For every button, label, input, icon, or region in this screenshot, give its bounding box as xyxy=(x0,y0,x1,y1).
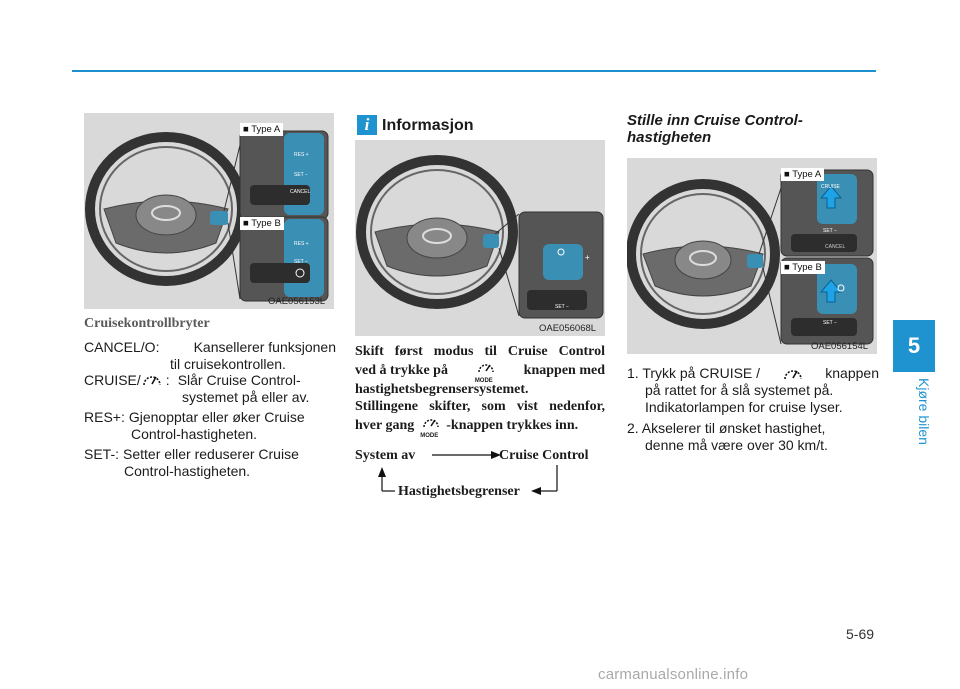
item-term: CRUISE/ xyxy=(84,372,141,388)
item-cruise: CRUISE/ : Slår Cruise Control- systemet … xyxy=(84,372,336,406)
step-text: Indikatorlampen for cruise lyser. xyxy=(645,399,843,415)
svg-text:SET −: SET − xyxy=(294,259,308,265)
para-line: Stillingene skifter, som vist nedenfor, xyxy=(355,399,605,414)
section-title-line: Stille inn Cruise Control- xyxy=(627,112,803,129)
para-text: hver gang xyxy=(355,418,415,433)
item-term: SET-: xyxy=(84,446,120,462)
type-b-badge: ■ Type B xyxy=(240,217,284,230)
svg-text:CANCEL: CANCEL xyxy=(290,189,311,195)
steering-wheel-figure-switches: RES + SET − CANCEL RES + SET − ■ Type A … xyxy=(84,113,334,309)
step-2: 2. Akselerer til ønsket hastighet, denne… xyxy=(627,420,879,454)
info-title: Informasjon xyxy=(382,117,474,134)
section-heading: Cruisekontrollbryter xyxy=(84,316,210,331)
watermark: carmanualsonline.info xyxy=(598,666,749,683)
mode-cycle-diagram: System av Cruise Control Hastighetsbegre… xyxy=(355,445,605,501)
svg-text:RES +: RES + xyxy=(294,152,309,158)
svg-text:SET −: SET − xyxy=(823,320,837,326)
page-number: 5-69 xyxy=(846,626,875,642)
diagram-left: System av xyxy=(355,448,416,463)
info-paragraph-1: Skift først modus til Cruise Control ved… xyxy=(355,343,605,399)
item-sep: : xyxy=(165,372,170,388)
speedometer-icon xyxy=(782,366,804,382)
mode-label: MODE xyxy=(420,433,439,439)
diagram-right: Cruise Control xyxy=(499,448,589,463)
step-text: 2. Akselerer til ønsket hastighet, xyxy=(627,420,826,436)
para-line: Skift først modus til Cruise Control xyxy=(355,344,605,359)
step-text: på rattet for å slå systemet på. xyxy=(645,382,834,398)
para-text: knappen med xyxy=(523,363,605,378)
section-title: Stille inn Cruise Control- hastigheten xyxy=(627,112,803,146)
item-desc: Gjenopptar eller øker Cruise xyxy=(128,409,305,425)
item-term: CANCEL/O: xyxy=(84,339,160,355)
step-text: knappen xyxy=(825,365,879,381)
step-1: 1. Trykk på CRUISE / knappen på rattet f… xyxy=(627,365,879,416)
section-title-line: hastigheten xyxy=(627,129,712,146)
steering-wheel-figure-mode: + SET − OAE056068L xyxy=(355,140,605,336)
info-icon: i xyxy=(357,115,377,135)
item-desc: Setter eller reduserer Cruise xyxy=(123,446,299,462)
svg-text:SET −: SET − xyxy=(823,228,837,234)
svg-text:RES +: RES + xyxy=(294,241,309,247)
speedometer-icon xyxy=(141,372,163,388)
item-res: RES+: Gjenopptar eller øker Cruise Contr… xyxy=(84,409,336,443)
step-text: 1. Trykk på CRUISE / xyxy=(627,365,761,381)
item-desc: Kansellerer funksjonen xyxy=(193,339,336,355)
item-desc: Slår Cruise Control- xyxy=(177,372,301,388)
step-text: denne må være over 30 km/t. xyxy=(645,437,828,453)
item-desc-cont: Control-hastigheten. xyxy=(124,463,251,479)
item-set: SET-: Setter eller reduserer Cruise Cont… xyxy=(84,446,336,480)
para-text: ved å trykke på xyxy=(355,363,448,378)
item-desc-cont: systemet på eller av. xyxy=(182,389,310,405)
svg-text:+: + xyxy=(585,253,590,262)
mode-button-icon: MODE xyxy=(473,361,499,384)
figure-code: OAE056153L xyxy=(268,296,326,307)
type-a-badge: ■ Type A xyxy=(781,168,825,181)
svg-text:SET −: SET − xyxy=(294,172,308,178)
svg-text:CANCEL: CANCEL xyxy=(825,244,846,250)
figure-code: OAE056068L xyxy=(539,323,597,334)
mode-button-icon: MODE xyxy=(418,416,444,439)
svg-text:SET −: SET − xyxy=(555,304,569,310)
info-paragraph-2: Stillingene skifter, som vist nedenfor, … xyxy=(355,398,605,439)
chapter-number-tab: 5 xyxy=(893,320,935,372)
svg-text:CRUISE: CRUISE xyxy=(821,184,841,190)
steering-wheel-figure-set-speed: CRUISE SET − CANCEL SET − ■ Type A ■ Typ… xyxy=(627,158,877,354)
top-rule xyxy=(72,70,876,72)
chapter-label: Kjøre bilen xyxy=(916,378,932,445)
para-text: -knappen trykkes inn. xyxy=(446,418,579,433)
item-desc-cont: til cruisekontrollen. xyxy=(170,356,286,372)
mode-label: MODE xyxy=(474,378,493,384)
item-term: RES+: xyxy=(84,409,125,425)
type-b-badge: ■ Type B xyxy=(781,261,825,274)
diagram-bottom: Hastighetsbegrenser xyxy=(398,484,520,499)
item-cancel: CANCEL/O: Kansellerer funksjonen til cru… xyxy=(84,339,336,373)
figure-code: OAE056154L xyxy=(811,341,869,352)
para-line: hastighetsbegrensersystemet. xyxy=(355,382,529,397)
type-a-badge: ■ Type A xyxy=(240,123,284,136)
item-desc-cont: Control-hastigheten. xyxy=(131,426,258,442)
